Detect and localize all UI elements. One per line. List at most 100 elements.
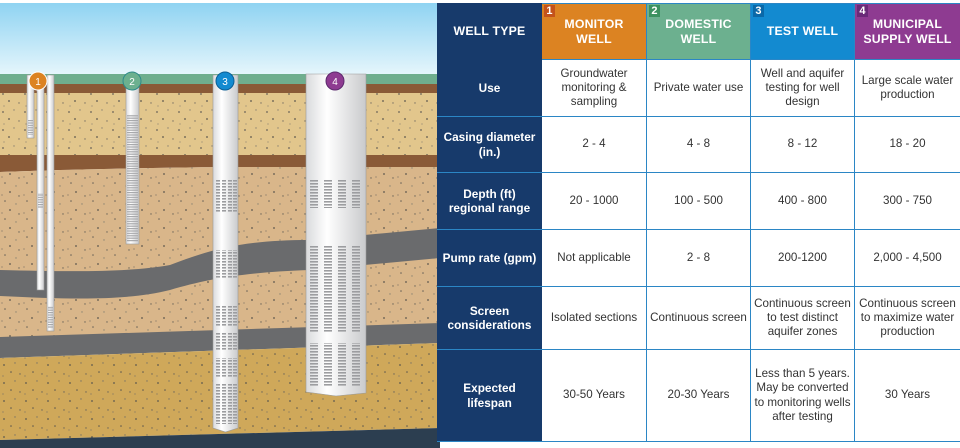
screen-slot-block <box>338 180 346 208</box>
screen-slot-block <box>222 250 226 278</box>
well-marker-2: 2 <box>122 71 142 91</box>
screen-slot-block <box>233 180 237 212</box>
cell-domestic: 2 - 8 <box>646 229 751 287</box>
well-3-test-pipe <box>212 74 239 433</box>
cell-domestic: 4 - 8 <box>646 116 751 173</box>
well-type-header: WELL TYPE <box>437 3 542 60</box>
screen-slot-block <box>228 180 232 212</box>
table-row-pump-rate: Pump rate (gpm) Not applicable 2 - 8 200… <box>437 229 960 287</box>
screen-slot-block <box>228 332 232 350</box>
screen-slot-block <box>310 180 318 208</box>
screen-slot-block <box>222 384 226 424</box>
municipal-well-badge: 4 <box>857 5 868 17</box>
screen-slot-block <box>352 180 360 208</box>
screen-slot-block <box>233 332 237 350</box>
screen-slot-block <box>216 358 220 378</box>
well-marker-4-number: 4 <box>332 77 338 88</box>
screen-slot-block <box>228 250 232 278</box>
monitor-well-title: MONITOR WELL <box>564 16 624 46</box>
screen-slot-block <box>324 180 332 208</box>
cell-domestic: Private water use <box>646 59 751 117</box>
cell-monitor: 20 - 1000 <box>541 172 647 230</box>
cell-monitor: Not applicable <box>541 229 647 287</box>
well-marker-4: 4 <box>325 71 345 91</box>
row-label: Pump rate (gpm) <box>437 229 542 287</box>
screen-slot-block <box>216 250 220 278</box>
cell-municipal: Large scale water production <box>854 59 960 117</box>
header-domestic-well: 2 DOMESTIC WELL <box>646 3 751 60</box>
screen-slot-block <box>324 343 332 387</box>
header-municipal-well: 4 MUNICIPAL SUPPLY WELL <box>854 3 960 60</box>
cell-municipal: 30 Years <box>854 349 960 442</box>
row-label: Expected lifespan <box>437 349 542 442</box>
cell-municipal: Continuous screen to maximize water prod… <box>854 286 960 350</box>
cell-domestic: 100 - 500 <box>646 172 751 230</box>
cell-domestic: Continuous screen <box>646 286 751 350</box>
well-marker-2-number: 2 <box>129 77 135 88</box>
screen-slot-block <box>228 358 232 378</box>
table-row-expected-lifespan: Expected lifespan 30-50 Years 20-30 Year… <box>437 349 960 442</box>
cell-test: Continuous screen to test distinct aquif… <box>750 286 855 350</box>
table-row-depth: Depth (ft) regional range 20 - 1000 100 … <box>437 172 960 230</box>
cell-monitor: 2 - 4 <box>541 116 647 173</box>
row-label: Screen considerations <box>437 286 542 350</box>
municipal-well-title: MUNICIPAL SUPPLY WELL <box>863 16 952 46</box>
bedrock-layer <box>0 428 440 448</box>
screen-slot-block <box>216 384 220 424</box>
table-row-casing-diameter: Casing diameter (in.) 2 - 4 4 - 8 8 - 12… <box>437 116 960 173</box>
well-marker-1: 1 <box>28 71 48 91</box>
row-label: Use <box>437 59 542 117</box>
screen-slot-block <box>310 343 318 387</box>
row-label: Depth (ft) regional range <box>437 172 542 230</box>
screen-slot-block <box>310 245 318 333</box>
cell-test: 8 - 12 <box>750 116 855 173</box>
cell-municipal: 2,000 - 4,500 <box>854 229 960 287</box>
screen-slot-block <box>216 180 220 212</box>
well-marker-3: 3 <box>215 71 235 91</box>
screen-slot-block <box>216 332 220 350</box>
header-test-well: 3 TEST WELL <box>750 3 855 60</box>
screen-slot-block <box>222 358 226 378</box>
cell-test: Well and aquifer testing for well design <box>750 59 855 117</box>
cell-domestic: 20-30 Years <box>646 349 751 442</box>
header-monitor-well: 1 MONITOR WELL <box>541 3 647 60</box>
screen-slot-block <box>338 245 346 333</box>
well-cross-section-illustration: 1 2 3 4 <box>0 0 440 448</box>
screen-slot-block <box>233 250 237 278</box>
screen-slot-block <box>324 245 332 333</box>
monitor-well-badge: 1 <box>544 5 555 17</box>
screen-slot-block <box>352 343 360 387</box>
cell-municipal: 300 - 750 <box>854 172 960 230</box>
screen-slot-block <box>233 305 237 327</box>
screen-slot-block <box>228 384 232 424</box>
screen-slot-block <box>222 305 226 327</box>
cell-monitor: Isolated sections <box>541 286 647 350</box>
cell-test: 200-1200 <box>750 229 855 287</box>
table-row-use: Use Groundwater monitoring & sampling Pr… <box>437 59 960 117</box>
header-row: WELL TYPE 1 MONITOR WELL 2 DOMESTIC WELL… <box>437 3 960 60</box>
test-well-title: TEST WELL <box>766 24 839 38</box>
cell-municipal: 18 - 20 <box>854 116 960 173</box>
domestic-well-badge: 2 <box>649 5 660 17</box>
screen-slot-block <box>228 305 232 327</box>
well-marker-1-number: 1 <box>35 77 41 88</box>
sky <box>0 3 440 75</box>
screen-slot-block <box>216 305 220 327</box>
well-2-domestic-pipe <box>125 79 140 245</box>
cell-monitor: Groundwater monitoring & sampling <box>541 59 647 117</box>
row-label: Casing diameter (in.) <box>437 116 542 173</box>
well-marker-3-number: 3 <box>222 77 228 88</box>
domestic-well-title: DOMESTIC WELL <box>665 16 732 46</box>
screen-slot-block <box>222 180 226 212</box>
table-row-screen-considerations: Screen considerations Isolated sections … <box>437 286 960 350</box>
well-comparison-table: WELL TYPE 1 MONITOR WELL 2 DOMESTIC WELL… <box>437 3 960 442</box>
cell-monitor: 30-50 Years <box>541 349 647 442</box>
cell-test: Less than 5 years. May be converted to m… <box>750 349 855 442</box>
screen-slot-block <box>338 343 346 387</box>
screen-slot-block <box>233 384 237 424</box>
screen-slot-block <box>352 245 360 333</box>
screen-slot-block <box>222 332 226 350</box>
well-4-municipal-pipe <box>305 73 367 397</box>
screen-slot-block <box>233 358 237 378</box>
test-well-badge: 3 <box>753 5 764 17</box>
